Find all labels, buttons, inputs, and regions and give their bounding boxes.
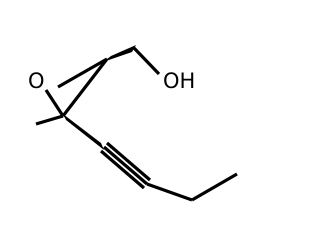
bond-o-c3 bbox=[44, 89, 65, 117]
bond-c3-methyl bbox=[35, 114, 64, 126]
bond-o-c2 bbox=[57, 57, 108, 89]
oxygen-ring-label: O bbox=[28, 69, 45, 93]
wedge-bond-c2-ch2 bbox=[103, 45, 136, 62]
bond-ch2-oh bbox=[132, 46, 161, 76]
bond-ch2-ch3 bbox=[191, 172, 238, 202]
molecule-structure-diagram: O OH bbox=[28, 45, 238, 202]
triple-bond-lower bbox=[99, 149, 146, 190]
triple-bond-upper bbox=[105, 141, 152, 182]
wedge-bond-c3-alkyne bbox=[63, 114, 104, 150]
bond-alkyne-ch2 bbox=[146, 182, 193, 202]
triple-bond-center bbox=[102, 145, 149, 186]
hydroxyl-label: OH bbox=[163, 69, 195, 93]
bond-c2-c3 bbox=[61, 58, 109, 117]
